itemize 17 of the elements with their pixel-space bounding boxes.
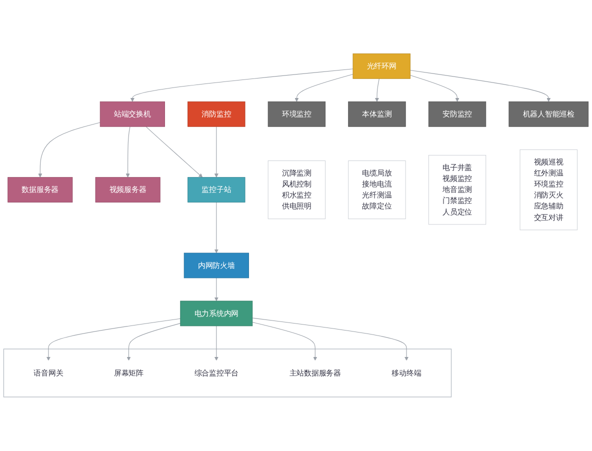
arrow (126, 323, 181, 361)
arrow (126, 126, 130, 178)
arrow (130, 68, 354, 102)
arrow (214, 202, 218, 254)
arrow (214, 326, 218, 361)
arrow (214, 126, 218, 178)
arrow (146, 126, 203, 178)
arrow (374, 78, 380, 102)
arrow (410, 75, 460, 102)
arrow (214, 278, 218, 302)
arrow (46, 318, 181, 361)
arrow (294, 74, 354, 102)
arrow (410, 70, 551, 102)
arrow (252, 318, 409, 361)
cluster (3, 348, 452, 398)
arrow (38, 122, 100, 178)
arrow (252, 322, 318, 361)
